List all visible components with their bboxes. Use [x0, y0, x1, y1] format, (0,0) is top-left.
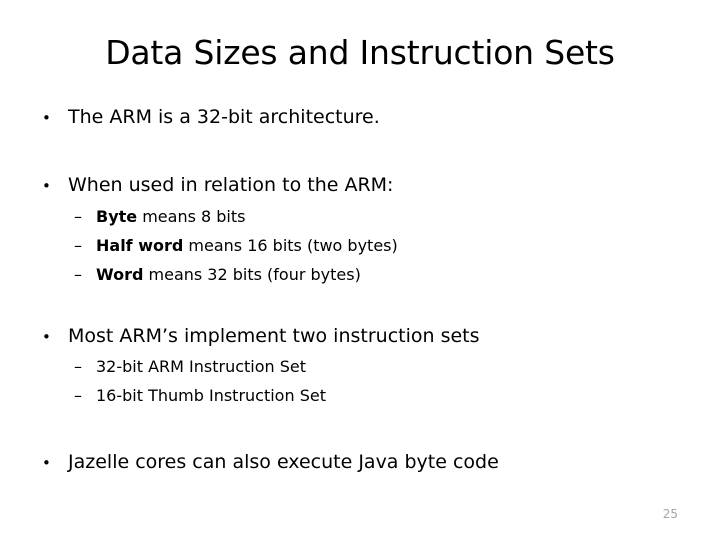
bullet-item: • Jazelle cores can also execute Java byt… [42, 450, 702, 475]
dash-icon: – [74, 207, 82, 226]
sub-bullet-item: –16-bit Thumb Instruction Set [74, 385, 694, 406]
dash-icon: – [74, 265, 82, 284]
sub-bullet-item: –Byte means 8 bits [74, 206, 694, 227]
slide-page-number: 25 [662, 507, 678, 521]
bullet-dot-icon: • [42, 328, 51, 346]
bullet-text: The ARM is a 32-bit architecture. [68, 106, 380, 128]
bullet-item: • The ARM is a 32-bit architecture. [42, 105, 702, 130]
bullet-item: • Most ARM’s implement two instruction se… [42, 324, 702, 349]
sub-bullet-item: –Word means 32 bits (four bytes) [74, 264, 694, 285]
sub-bullet-term: Word [96, 265, 144, 284]
bullet-dot-icon: • [42, 454, 51, 472]
dash-icon: – [74, 386, 82, 405]
sub-bullet-text: 16-bit Thumb Instruction Set [96, 386, 326, 405]
bullet-text: Most ARM’s implement two instruction set… [68, 325, 480, 347]
dash-icon: – [74, 236, 82, 255]
sub-bullet-text: means 8 bits [137, 207, 246, 226]
bullet-item: • When used in relation to the ARM: [42, 173, 702, 198]
sub-bullet-text: 32-bit ARM Instruction Set [96, 357, 307, 376]
bullet-text: When used in relation to the ARM: [68, 174, 394, 196]
bullet-dot-icon: • [42, 177, 51, 195]
sub-bullet-term: Byte [96, 207, 138, 226]
slide-title: Data Sizes and Instruction Sets [105, 33, 615, 72]
sub-bullet-text: means 16 bits (two bytes) [183, 236, 398, 255]
sub-bullet-item: –Half word means 16 bits (two bytes) [74, 235, 694, 256]
sub-bullet-text: means 32 bits (four bytes) [143, 265, 361, 284]
dash-icon: – [74, 357, 82, 376]
sub-bullet-term: Half word [96, 236, 184, 255]
bullet-dot-icon: • [42, 109, 51, 127]
bullet-text: Jazelle cores can also execute Java byte… [68, 451, 499, 473]
sub-bullet-item: –32-bit ARM Instruction Set [74, 356, 694, 377]
